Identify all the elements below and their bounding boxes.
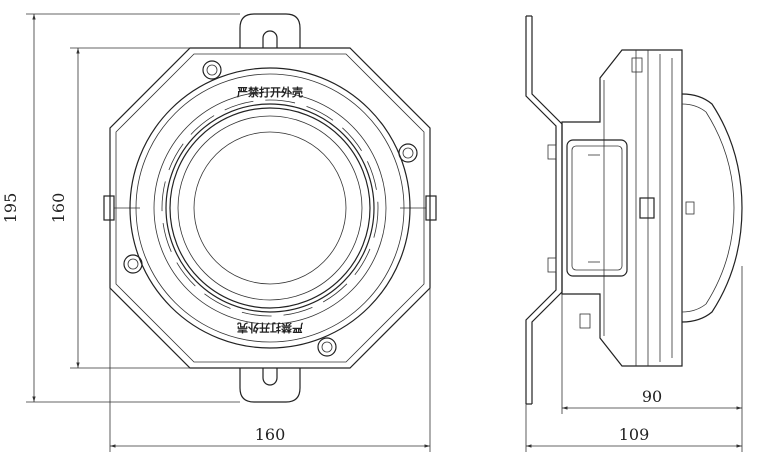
screw-bottom-right-icon (317, 337, 337, 357)
left-clip (103, 195, 115, 221)
mounting-bracket (525, 16, 557, 404)
housing-outline (109, 47, 431, 369)
warning-label-top: 严禁打开外壳 (236, 85, 303, 99)
front-view: 严禁打开外壳 严禁打开外壳 (103, 13, 437, 403)
dim-160-horizontal-label: 160 (255, 425, 286, 444)
bezel-notch-ring (161, 99, 379, 317)
bottom-fitting (579, 313, 591, 329)
junction-box (566, 139, 628, 277)
dim-109-label: 109 (619, 425, 650, 444)
dim-195-label: 195 (1, 193, 20, 224)
top-mounting-tab (239, 13, 301, 48)
lens-frame-inner (169, 107, 371, 309)
top-mounting-slot (262, 30, 278, 48)
side-view (525, 15, 743, 405)
bolt-lower-icon (547, 257, 557, 273)
lens-frame-outer (165, 103, 375, 313)
side-screw-icon (685, 201, 695, 215)
dimensions: 195 160 160 90 109 (1, 13, 743, 452)
lens (193, 131, 347, 285)
dim-90-label: 90 (642, 387, 662, 406)
bezel-ring-3 (153, 91, 387, 325)
bezel-ring-2 (135, 73, 405, 343)
side-housing (561, 49, 683, 367)
screw-top-left-icon (202, 60, 222, 80)
warning-label-bottom: 严禁打开外壳 (237, 321, 304, 335)
bottom-mounting-tab (239, 368, 301, 403)
dim-160-vertical-label: 160 (49, 193, 68, 224)
bolt-upper-icon (547, 144, 557, 160)
dome-lens (681, 93, 743, 323)
bottom-mounting-slot (262, 368, 278, 386)
right-clip (425, 195, 437, 221)
housing-inner-outline (115, 53, 425, 363)
lens-ring (177, 115, 363, 301)
side-clip (639, 197, 655, 219)
bezel-outer-ring (129, 67, 411, 349)
top-fitting (631, 57, 643, 73)
